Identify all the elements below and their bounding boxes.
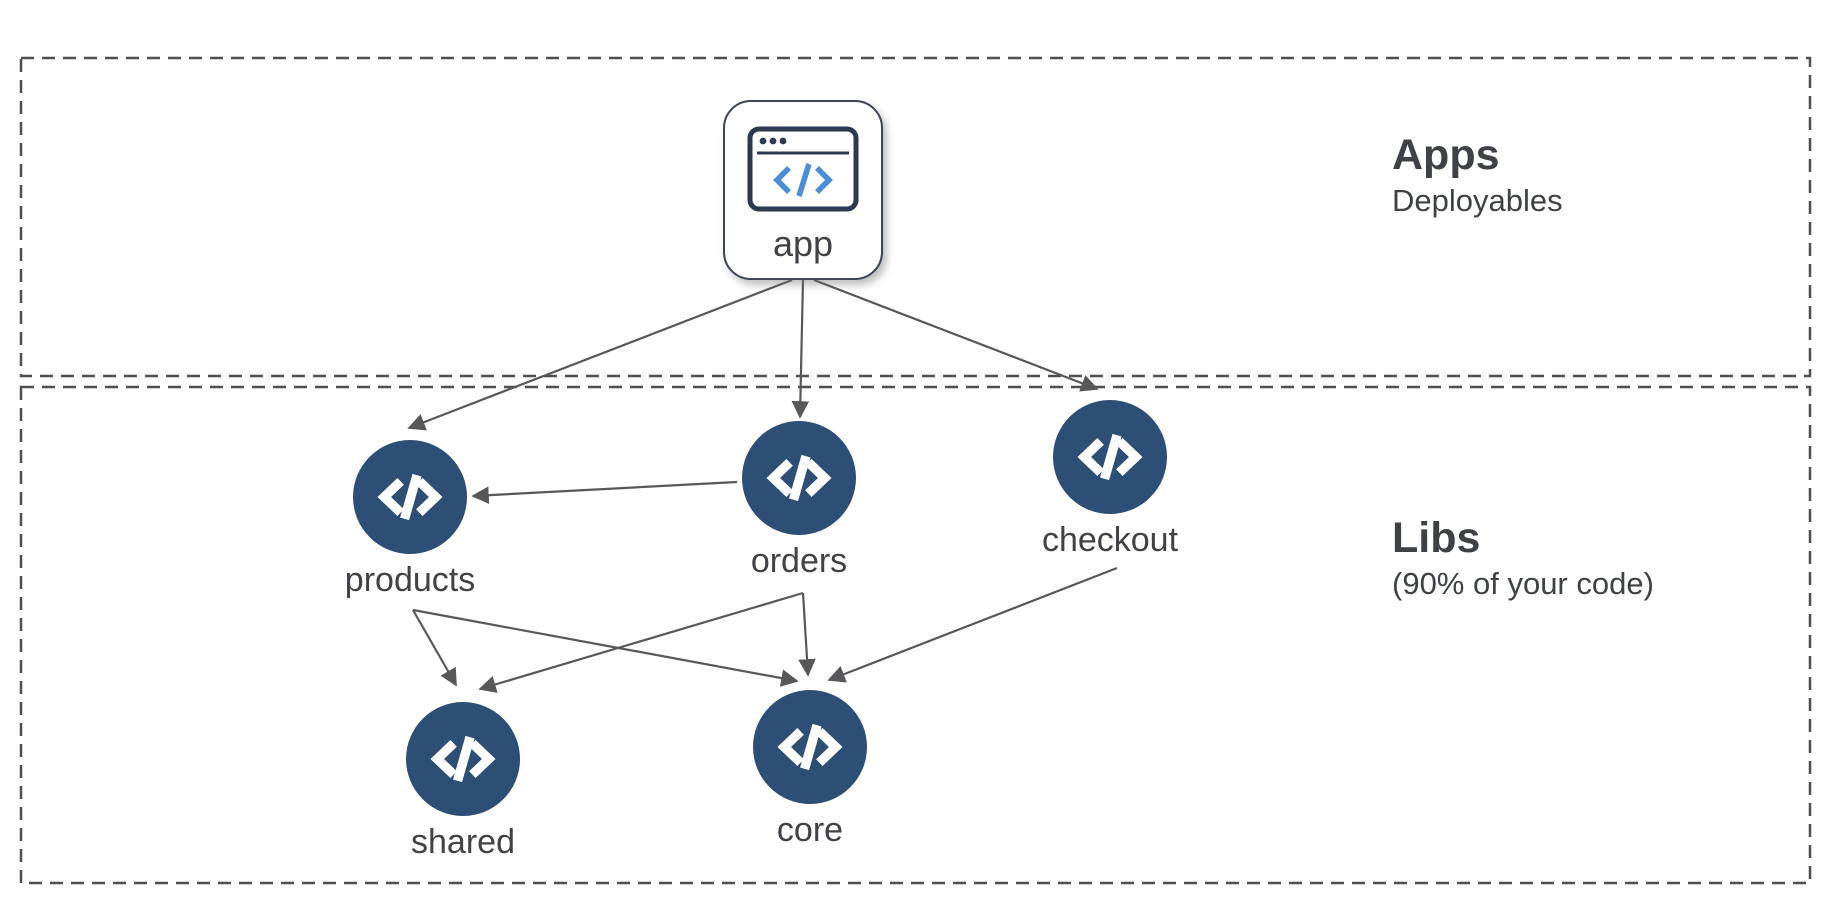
node-label: products (344, 561, 476, 599)
edge-orders-to-shared (478, 591, 804, 693)
libs-region-subtitle: (90% of your code) (1392, 566, 1654, 602)
libs-region-label: Libs (90% of your code) (1392, 515, 1654, 602)
node-label: checkout (1041, 521, 1179, 559)
node-checkout: checkout (1025, 400, 1195, 559)
node-label: shared (411, 823, 515, 861)
apps-region-label: Apps Deployables (1392, 132, 1563, 219)
code-icon (742, 421, 856, 535)
node-label: orders (750, 542, 848, 580)
edge-products-to-shared (412, 609, 457, 687)
node-label: app (772, 223, 834, 264)
edge-products-to-core (412, 608, 799, 687)
edge-lines (407, 278, 1118, 693)
apps-region-border (19, 56, 1812, 378)
node-core: core (725, 690, 895, 849)
edge-orders-to-products (471, 480, 738, 504)
apps-region-subtitle: Deployables (1392, 183, 1563, 219)
node-app: app (723, 100, 883, 280)
browser-code-icon (747, 126, 859, 212)
node-label: core (776, 811, 844, 849)
code-icon (1053, 400, 1167, 514)
edge-checkout-to-core (827, 566, 1118, 683)
libs-region-title: Libs (1392, 514, 1481, 562)
edge-orders-to-core (798, 592, 816, 677)
code-icon (753, 690, 867, 804)
apps-region-title: Apps (1392, 131, 1500, 179)
code-icon (353, 440, 467, 554)
edge-app-to-orders (791, 279, 810, 419)
libs-region-border (19, 385, 1812, 885)
code-icon (406, 702, 520, 816)
node-orders: orders (714, 421, 884, 580)
node-shared: shared (378, 702, 548, 861)
node-products: products (325, 440, 495, 599)
edge-app-to-checkout (813, 278, 1099, 392)
edge-app-to-products (407, 278, 793, 431)
